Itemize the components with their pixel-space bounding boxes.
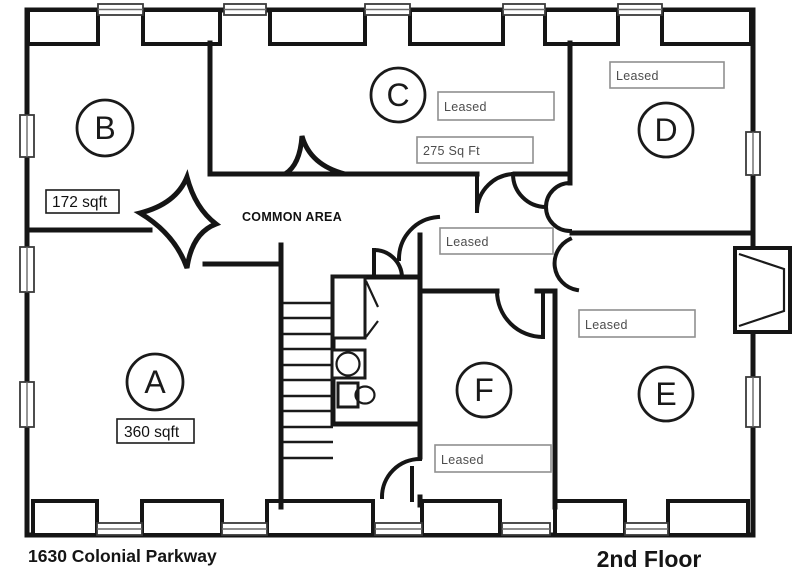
wall-box (268, 8, 367, 46)
toilet-bowl-icon (354, 385, 376, 405)
room-d-letter: D (654, 112, 677, 148)
leased-badge-text: Leased (441, 453, 484, 467)
room-b-area-label: 172 sqft (45, 189, 120, 214)
toilet-tank (336, 381, 360, 409)
room-c-area-badge: 275 Sq Ft (416, 136, 534, 164)
door-spike (275, 135, 346, 177)
area-label-text: 360 sqft (124, 424, 180, 441)
fireplace-box (733, 246, 792, 334)
room-a-circle (125, 352, 185, 412)
area-badge-text: 275 Sq Ft (423, 144, 480, 158)
room-f-letter: F (474, 372, 494, 408)
windows-right (745, 131, 761, 428)
room-e-letter: E (655, 376, 676, 412)
leased-badge-box (609, 61, 725, 89)
leased-badge-box (434, 444, 552, 473)
room-a-letter: A (144, 364, 166, 400)
closet-door-icon (365, 280, 379, 338)
wall-box (666, 499, 750, 537)
room-c-label: C (369, 66, 427, 124)
door-arc-corridor (396, 214, 441, 262)
room-c-leased-badge: Leased (437, 91, 555, 121)
closet (331, 275, 367, 340)
room-c-letter: C (386, 77, 409, 113)
address-label: 1630 Colonial Parkway (28, 546, 217, 566)
windows-top (97, 3, 663, 16)
hallway-leased-badge: Leased (439, 227, 554, 255)
wall-box (26, 8, 100, 46)
leased-badge-text: Leased (444, 100, 487, 114)
room-c-circle (369, 66, 427, 124)
room-d-leased-badge: Leased (609, 61, 725, 89)
room-d-circle (637, 101, 695, 159)
common-area-label: COMMON AREA (242, 210, 342, 224)
area-label-box (116, 418, 195, 444)
room-f-leased-badge: Leased (434, 444, 552, 473)
wall-box (553, 499, 627, 537)
dormer-boxes-top (26, 8, 753, 46)
door-arc-d (544, 180, 573, 234)
room-f-circle (455, 361, 513, 419)
area-label-box (45, 189, 120, 214)
room-a-label: A (125, 352, 185, 412)
stair-treads (283, 301, 333, 460)
wall-box (660, 8, 753, 46)
leased-badge-text: Leased (446, 235, 489, 249)
room-e-label: E (637, 365, 695, 423)
room-d-label: D (637, 101, 695, 159)
door-arc-f (494, 288, 546, 340)
wall-box (265, 499, 375, 537)
windows-left (19, 114, 35, 428)
room-e-leased-badge: Leased (578, 309, 696, 338)
room-a-area-label: 360 sqft (116, 418, 195, 444)
leased-badge-box (439, 227, 554, 255)
room-b-circle (75, 98, 135, 158)
area-label-text: 172 sqft (52, 194, 108, 211)
sink-basin-icon (335, 351, 361, 377)
door-arcs (371, 171, 580, 502)
dormer-boxes-bottom (31, 499, 750, 537)
wall-box (408, 8, 505, 46)
leased-badge-text: Leased (616, 69, 659, 83)
wall-box (141, 8, 222, 46)
wall-box (140, 499, 224, 537)
door-arc-landing (379, 456, 423, 500)
area-badge-box (416, 136, 534, 164)
wall-box (31, 499, 99, 537)
fireplace-bay (733, 246, 792, 334)
floor-label: 2nd Floor (597, 546, 702, 572)
door-arc-c (474, 171, 518, 214)
leased-badge-box (578, 309, 696, 338)
wall-box (420, 499, 502, 537)
room-b-letter: B (94, 110, 115, 146)
leased-badge-box (437, 91, 555, 121)
double-door-star (133, 169, 222, 269)
door-arc-hall (510, 171, 549, 210)
bathroom (330, 275, 379, 409)
stairs (283, 301, 333, 460)
room-f-label: F (455, 361, 513, 419)
fireplace-inner-icon (738, 252, 786, 328)
windows-bottom (96, 522, 669, 536)
leased-badge-text: Leased (585, 318, 628, 332)
door-arc-e (552, 236, 580, 293)
wall-box (543, 8, 620, 46)
room-e-circle (637, 365, 695, 423)
door-arc-bathroom (371, 247, 405, 280)
room-b-label: B (75, 98, 135, 158)
